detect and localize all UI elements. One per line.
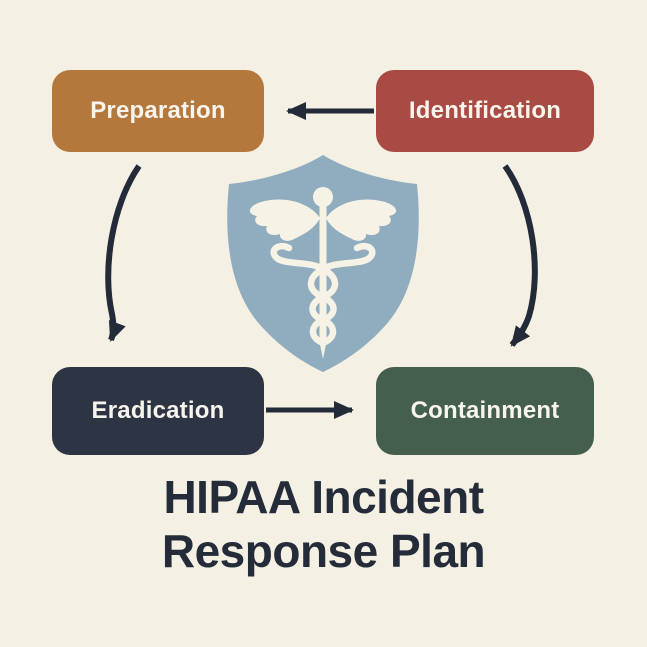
caduceus-shield-icon xyxy=(227,155,419,372)
node-identification-label: Identification xyxy=(408,97,562,124)
node-containment-label: Containment xyxy=(410,397,560,424)
page-title: HIPAA Incident Response Plan xyxy=(0,470,647,578)
node-containment: Containment xyxy=(376,367,594,455)
node-eradication-label: Eradication xyxy=(91,397,225,424)
page-title-line2: Response Plan xyxy=(161,525,486,577)
page-title-line1: HIPAA Incident xyxy=(163,471,484,523)
node-preparation-label: Preparation xyxy=(90,97,226,124)
arrow-identification-to-containment xyxy=(502,164,538,347)
arrow-preparation-to-eradication xyxy=(105,164,142,342)
caduceus-snakes xyxy=(270,242,376,346)
node-identification: Identification xyxy=(376,70,594,152)
node-preparation: Preparation xyxy=(52,70,264,152)
node-eradication: Eradication xyxy=(52,367,264,455)
